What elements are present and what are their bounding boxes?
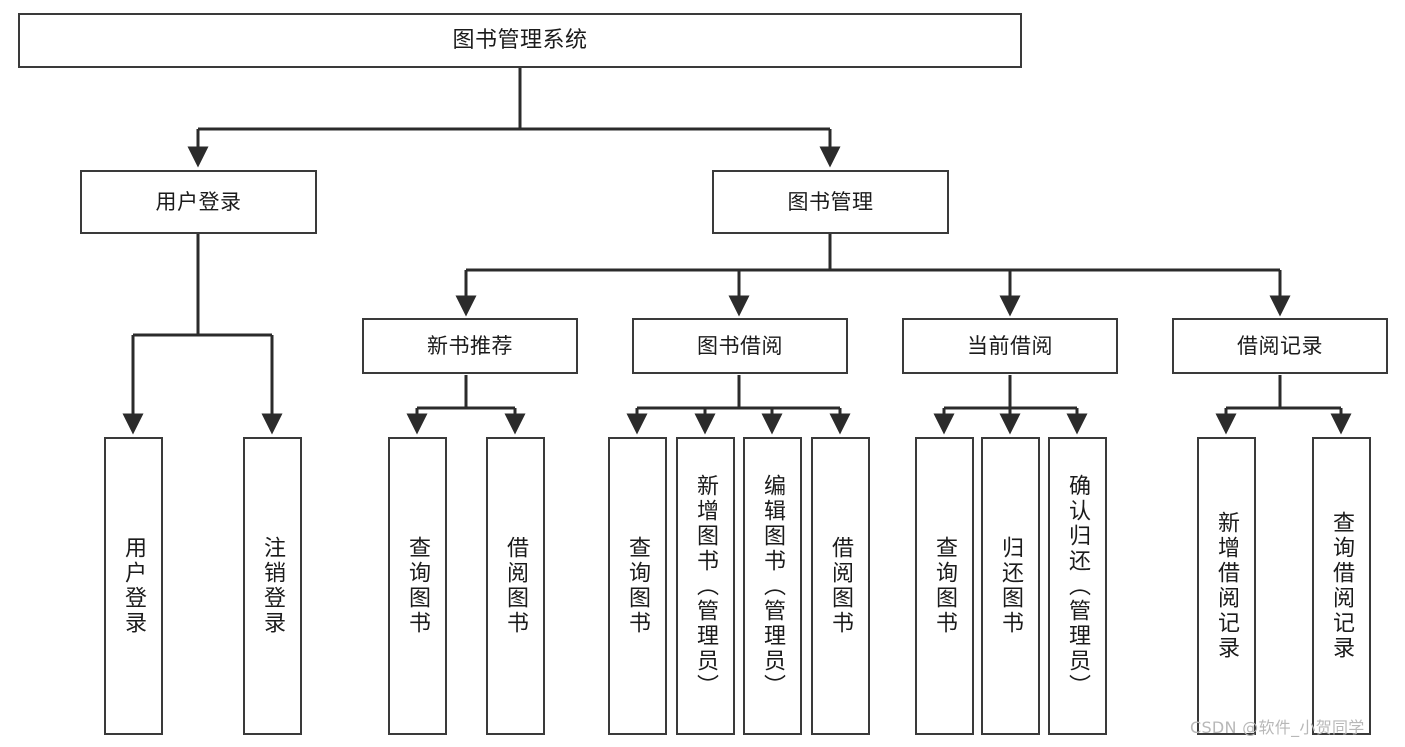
- node-label: 用户登录: [121, 536, 147, 636]
- leaf-new-book-borrow[interactable]: 借阅图书: [486, 437, 545, 735]
- node-user-login[interactable]: 用户登录: [80, 170, 317, 234]
- leaf-user-login-login[interactable]: 用户登录: [104, 437, 163, 735]
- node-label: 用户登录: [155, 189, 242, 214]
- node-label: 新增图书（管理员）: [693, 473, 719, 699]
- node-label: 图书借阅: [697, 333, 783, 358]
- node-label: 图书管理系统: [452, 27, 588, 53]
- leaf-user-login-logout[interactable]: 注销登录: [243, 437, 302, 735]
- node-label: 当前借阅: [967, 333, 1053, 358]
- leaf-new-book-query[interactable]: 查询图书: [388, 437, 447, 735]
- node-label: 查询图书: [625, 536, 651, 636]
- node-label: 查询借阅记录: [1329, 511, 1355, 661]
- node-label: 确认归还（管理员）: [1065, 473, 1091, 699]
- node-label: 查询图书: [932, 536, 958, 636]
- node-label: 借阅图书: [503, 536, 529, 636]
- watermark-credit: CSDN @软件_小贺同学: [1190, 718, 1365, 737]
- node-new-book-recommend[interactable]: 新书推荐: [362, 318, 578, 374]
- node-label: 借阅记录: [1237, 333, 1323, 358]
- node-label: 查询图书: [405, 536, 431, 636]
- node-label: 编辑图书（管理员）: [760, 473, 786, 699]
- node-label: 图书管理: [787, 189, 874, 214]
- node-root-library-system[interactable]: 图书管理系统: [18, 13, 1022, 68]
- leaf-book-borrow-edit[interactable]: 编辑图书（管理员）: [743, 437, 802, 735]
- leaf-borrow-record-add[interactable]: 新增借阅记录: [1197, 437, 1256, 735]
- node-label: 注销登录: [260, 536, 286, 636]
- leaf-current-borrow-query[interactable]: 查询图书: [915, 437, 974, 735]
- node-current-borrow[interactable]: 当前借阅: [902, 318, 1118, 374]
- node-book-management[interactable]: 图书管理: [712, 170, 949, 234]
- leaf-current-borrow-return[interactable]: 归还图书: [981, 437, 1040, 735]
- leaf-book-borrow-borrow[interactable]: 借阅图书: [811, 437, 870, 735]
- node-label: 新增借阅记录: [1214, 511, 1240, 661]
- leaf-book-borrow-add[interactable]: 新增图书（管理员）: [676, 437, 735, 735]
- node-label: 归还图书: [998, 536, 1024, 636]
- node-label: 新书推荐: [427, 333, 513, 358]
- node-label: 借阅图书: [828, 536, 854, 636]
- leaf-book-borrow-query[interactable]: 查询图书: [608, 437, 667, 735]
- leaf-current-borrow-confirm-return[interactable]: 确认归还（管理员）: [1048, 437, 1107, 735]
- leaf-borrow-record-query[interactable]: 查询借阅记录: [1312, 437, 1371, 735]
- node-borrow-record[interactable]: 借阅记录: [1172, 318, 1388, 374]
- node-book-borrow[interactable]: 图书借阅: [632, 318, 848, 374]
